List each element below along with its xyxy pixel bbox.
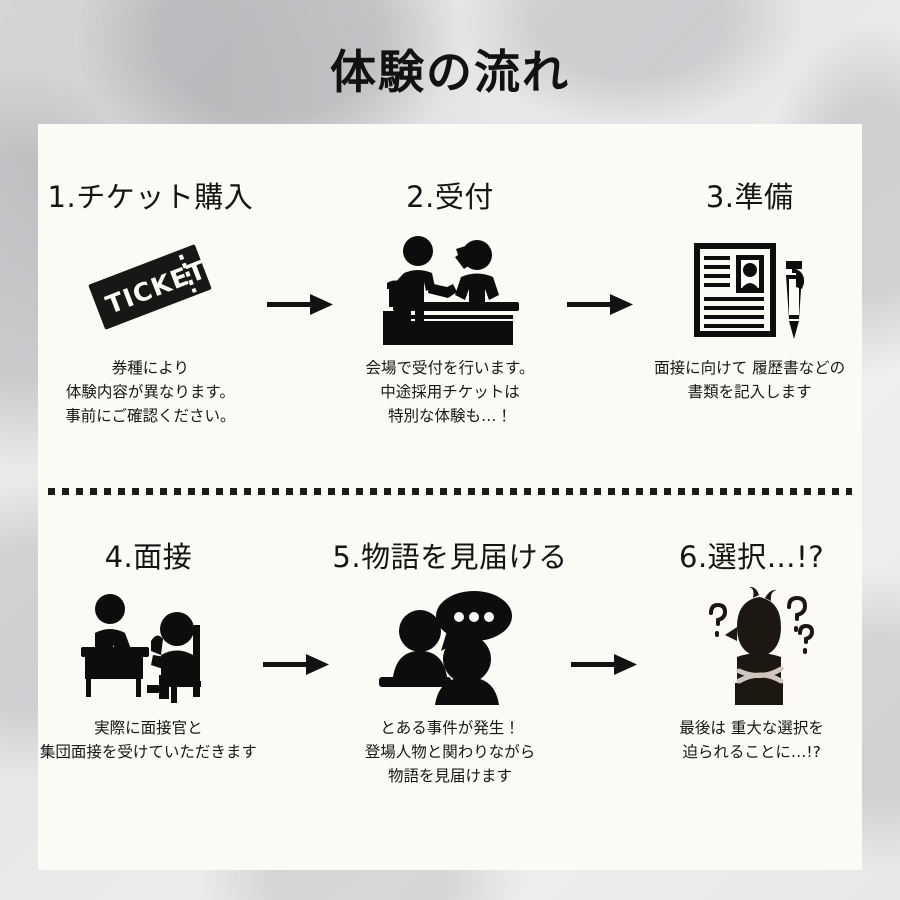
page-title: 体験の流れ	[330, 45, 570, 99]
step-2-description: 会場で受付を行います。 中途採用チケットは 特別な体験も…！	[365, 358, 535, 425]
step-6-heading: 6.選択…!?	[679, 540, 825, 574]
step-3-description: 面接に向けて 履歴書などの 書類を記入します	[654, 358, 846, 401]
step-1: 1.チケット購入 TICKET	[38, 180, 263, 428]
step-2: 2.受付	[338, 180, 563, 428]
step-4-icon-box	[73, 588, 223, 706]
steps-row-top: 1.チケット購入 TICKET	[38, 180, 862, 428]
step-3: 3.準備	[637, 180, 862, 404]
content-card: 1.チケット購入 TICKET	[38, 124, 862, 870]
ticket-icon: TICKET	[89, 244, 212, 330]
arrow-step2-to-step3	[562, 182, 637, 382]
step-1-heading: 1.チケット購入	[47, 180, 254, 214]
arrow-right-icon	[566, 294, 633, 315]
step-4: 4.面接	[38, 540, 259, 764]
step-5: 5.物語を見届ける	[332, 540, 568, 788]
interview-desk-icon	[81, 593, 202, 703]
step-4-description: 実際に面接官と 集団面接を受けていただきます	[39, 718, 257, 761]
step-2-icon-box	[377, 228, 523, 346]
arrow-right-icon	[571, 654, 638, 675]
step-3-heading: 3.準備	[705, 180, 794, 214]
steps-row-bottom: 4.面接	[38, 540, 862, 788]
step-6-description: 最後は 重大な選択を 迫られることに…!?	[679, 718, 824, 761]
arrow-step1-to-step2	[263, 182, 338, 382]
resume-and-pen-icon	[693, 242, 804, 339]
step-6: 6.選択…!?	[641, 540, 862, 764]
step-6-icon-box	[681, 586, 823, 706]
arrow-right-icon	[262, 654, 329, 675]
confused-person-question-marks-icon	[708, 586, 814, 705]
step-3-icon-box	[686, 228, 814, 346]
step-5-description: とある事件が発生！ 登場人物と関わりながら 物語を見届けます	[364, 718, 536, 785]
step-1-icon-box: TICKET	[75, 228, 225, 346]
step-1-description: 券種により 体験内容が異なります。 事前にご確認ください。	[65, 358, 236, 425]
step-4-heading: 4.面接	[104, 540, 193, 574]
arrow-step4-to-step5	[259, 542, 333, 742]
reception-counter-icon	[383, 235, 519, 345]
arrow-step5-to-step6	[568, 542, 642, 742]
arrow-right-icon	[267, 294, 334, 315]
step-2-heading: 2.受付	[406, 180, 494, 214]
step-5-heading: 5.物語を見届ける	[332, 540, 568, 574]
dotted-divider	[48, 488, 852, 495]
step-5-icon-box	[375, 588, 525, 706]
two-people-speech-bubble-icon	[379, 590, 512, 705]
